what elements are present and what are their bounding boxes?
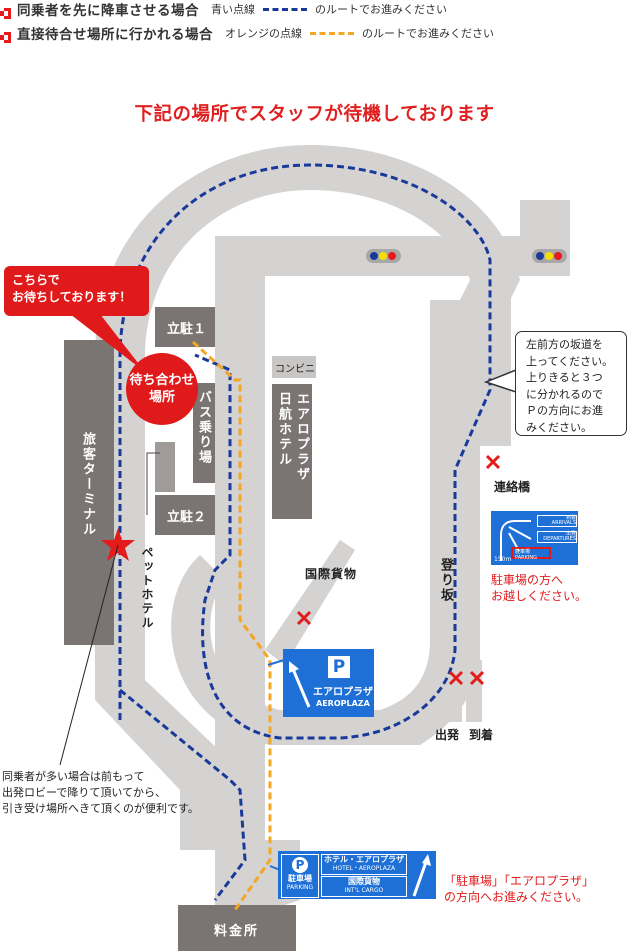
sign-text-jp: 駐車場 (288, 874, 312, 883)
sign-text-en: ARRIVALS (551, 520, 576, 526)
slope-label: 登り坂 (438, 558, 453, 603)
bullet-icon (0, 28, 11, 43)
parking-sign-panel: 駐車場 PARKING (511, 547, 551, 561)
note-line: お越しください。 (491, 589, 588, 603)
sign-text-en: HOTEL・AEROPLAZA (332, 865, 396, 872)
parking1-label: 立駐１ (167, 322, 207, 337)
waiting-callout: こちらで お待ちしております！ (4, 266, 149, 316)
dropoff-tip-note: 同乗者が多い場合は前もって 出発ロビーで降りて頂いてから、 引き受け場所へきて頂… (2, 769, 199, 817)
instruction-line: 左前方の坂道を (526, 338, 603, 351)
arrivals-label: 到着 (469, 728, 494, 742)
cargo-panel: 国際貨物 INT'L CARGO (321, 876, 407, 897)
sign-text-en: PARKING (286, 884, 314, 891)
cargo-label: 国際貨物 (305, 567, 358, 581)
parking-direction-note: 駐車場の方へ お越しください。 (491, 572, 587, 604)
legend-route: のルートでお進みください (362, 27, 494, 40)
sign-text-jp: ホテル・エアロプラザ (324, 855, 404, 864)
parking2-label: 立駐２ (167, 510, 207, 525)
meeting-point-label: 待ち合わせ (129, 373, 195, 388)
legend-row-orange: 直接待合せ場所に行かれる場合 オレンジの点線 のルートでお進みください (0, 24, 494, 43)
convenience-store-label: コンビニ (275, 364, 315, 375)
sign-text-jp: 到着 (565, 515, 576, 521)
note-line: 引き受け場所へきて頂くのが便利です。 (2, 802, 199, 815)
legend-route: のルートでお進みください (315, 3, 447, 16)
sign-text-en: PARKING (515, 555, 537, 561)
legend-row-blue: 同乗者を先に降車させる場合 青い点線 のルートでお進みください (0, 0, 447, 19)
page-title: 下記の場所でスタッフが待機しております (134, 104, 495, 125)
legend-case: 同乗者を先に降車させる場合 (17, 3, 199, 19)
note-line: 出発ロビーで降りて頂いてから、 (2, 786, 167, 799)
legend-kind: 青い点線 (211, 3, 255, 16)
note-line: 同乗者が多い場合は前もって (2, 770, 145, 783)
sign-text-jp: 出発 (565, 531, 576, 537)
hotel-panel: ホテル・エアロプラザ HOTEL・AEROPLAZA (321, 854, 407, 875)
jal-hotel-label: 日航ホテル (276, 392, 291, 467)
roads (95, 145, 570, 950)
instruction-line: Ｐの方向にお進 (526, 404, 603, 417)
entrance-direction-note: 「駐車場」「エアロプラザ」 の方向へお進みください。 (444, 873, 594, 905)
slope-instructions-callout: 左前方の坂道を 上ってください。 上りきると３つ に分かれるので Ｐの方向にお進… (515, 331, 627, 436)
meeting-point-marker: 待ち合わせ 場所 (126, 353, 198, 425)
arrow-up-left-icon (289, 661, 311, 708)
callout-line: こちらで (12, 273, 60, 287)
parking-p-icon: P (328, 656, 350, 678)
bullet-icon (0, 4, 11, 19)
bridge-label: 連絡橋 (494, 480, 531, 494)
pet-hotel-label: ペットホテル (140, 546, 154, 630)
toll-booth-label: 料金所 (214, 924, 260, 939)
instruction-line: 上りきると３つ (526, 371, 603, 384)
traffic-light-icon (366, 249, 567, 263)
orange-dash-swatch (310, 31, 354, 35)
arrow-up-right-icon (412, 854, 431, 897)
parking-panel: P 駐車場 PARKING (281, 854, 319, 898)
legend-kind: オレンジの点線 (225, 27, 302, 40)
entrance-direction-sign: P 駐車場 PARKING ホテル・エアロプラザ HOTEL・AEROPLAZA… (278, 851, 436, 899)
instruction-line: 上ってください。 (526, 354, 614, 368)
instruction-line: に分かれるので (526, 387, 603, 401)
departures-label: 出発 (435, 728, 460, 742)
distance-label: 150m (494, 556, 512, 563)
note-line: 駐車場の方へ (491, 573, 564, 587)
no-entry-x-icons (296, 454, 501, 686)
note-line: の方向へお進みください。 (444, 890, 589, 904)
aeroplaza-sign: P エアロプラザ AEROPLAZA (283, 649, 374, 717)
star-icon (101, 528, 135, 561)
terminal-label: 旅客ターミナル (80, 432, 95, 537)
parking-p-icon: P (292, 857, 308, 873)
note-line: 「駐車場」「エアロプラザ」 (444, 874, 595, 888)
meeting-point-label: 場所 (148, 390, 175, 405)
legend-case: 直接待合せ場所に行かれる場合 (17, 27, 213, 43)
sign-text-en: INT'L CARGO (344, 887, 384, 894)
legend: 同乗者を先に降車させる場合 青い点線 のルートでお進みください 直接待合せ場所に… (0, 0, 629, 50)
callout-line: お待ちしております！ (12, 290, 132, 304)
blue-dash-swatch (263, 7, 307, 11)
aeroplaza-building-label: エアロプラザ (294, 392, 309, 482)
sign-text-jp: 国際貨物 (348, 877, 380, 886)
sign-text-en: DEPARTURES (543, 536, 576, 542)
sign-text-en: AEROPLAZA (316, 699, 370, 708)
bus-stop-label: バス乗り場 (196, 390, 211, 465)
sign-text-jp: 駐車場 (515, 549, 531, 555)
sign-text-jp: エアロプラザ (313, 687, 373, 698)
instruction-line: みください。 (526, 420, 592, 434)
